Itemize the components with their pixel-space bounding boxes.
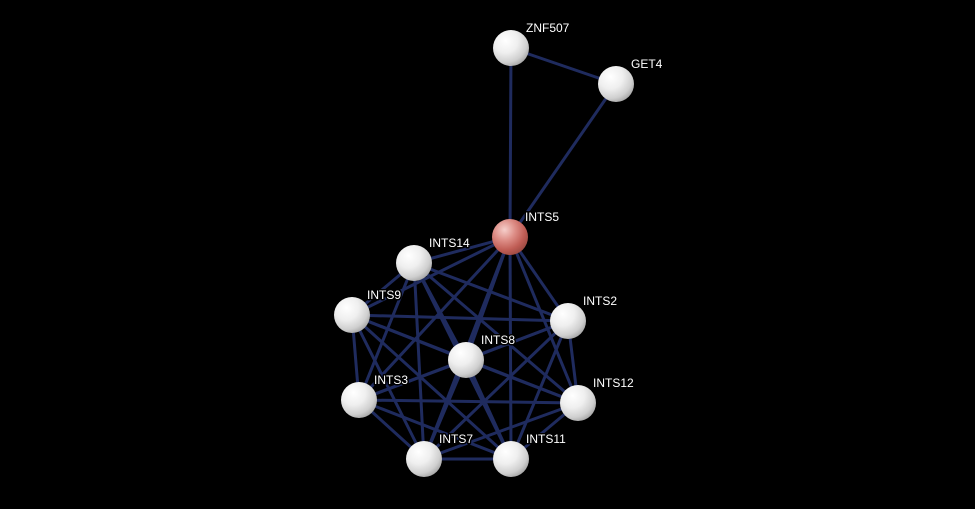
edge-ZNF507-INTS5[interactable]	[508, 46, 513, 239]
edge-INTS14-INTS2[interactable]	[412, 261, 570, 323]
node-label-INTS2: INTS2	[583, 294, 617, 308]
node-label-GET4: GET4	[631, 57, 663, 71]
node-INTS8[interactable]	[448, 342, 484, 378]
node-label-INTS14: INTS14	[429, 236, 470, 250]
edge-INTS14-INTS3[interactable]	[357, 261, 416, 402]
node-label-INTS3: INTS3	[374, 373, 408, 387]
nodes-layer	[334, 30, 634, 477]
edge-INTS2-INTS11[interactable]	[509, 319, 570, 461]
edge-INTS8-INTS12[interactable]	[464, 358, 580, 405]
edge-INTS9-INTS11[interactable]	[350, 313, 513, 461]
node-INTS5[interactable]	[492, 219, 528, 255]
node-label-INTS11: INTS11	[526, 432, 566, 446]
node-label-INTS5: INTS5	[525, 210, 559, 224]
node-INTS3[interactable]	[341, 382, 377, 418]
edge-INTS8-INTS11[interactable]	[464, 358, 513, 461]
edge-INTS9-INTS2[interactable]	[350, 313, 570, 323]
node-label-INTS9: INTS9	[367, 288, 401, 302]
node-INTS2[interactable]	[550, 303, 586, 339]
node-GET4[interactable]	[598, 66, 634, 102]
node-INTS14[interactable]	[396, 245, 432, 281]
edge-GET4-INTS5[interactable]	[508, 82, 618, 239]
node-label-INTS8: INTS8	[481, 333, 515, 347]
node-label-INTS12: INTS12	[593, 376, 634, 390]
node-INTS7[interactable]	[406, 441, 442, 477]
node-INTS11[interactable]	[493, 441, 529, 477]
edge-INTS9-INTS7[interactable]	[350, 313, 426, 461]
edge-INTS8-INTS3[interactable]	[357, 358, 468, 402]
edge-INTS14-INTS12[interactable]	[412, 261, 580, 405]
node-INTS12[interactable]	[560, 385, 596, 421]
node-label-ZNF507: ZNF507	[526, 21, 570, 35]
edge-INTS3-INTS12[interactable]	[357, 398, 580, 405]
edge-INTS5-INTS11[interactable]	[508, 235, 513, 461]
edge-INTS12-INTS7[interactable]	[422, 401, 580, 461]
edge-ZNF507-GET4[interactable]	[509, 46, 618, 86]
edge-INTS14-INTS7[interactable]	[412, 261, 426, 461]
node-INTS9[interactable]	[334, 297, 370, 333]
node-ZNF507[interactable]	[493, 30, 529, 66]
edge-INTS3-INTS11[interactable]	[357, 398, 513, 461]
node-label-INTS7: INTS7	[439, 432, 473, 446]
